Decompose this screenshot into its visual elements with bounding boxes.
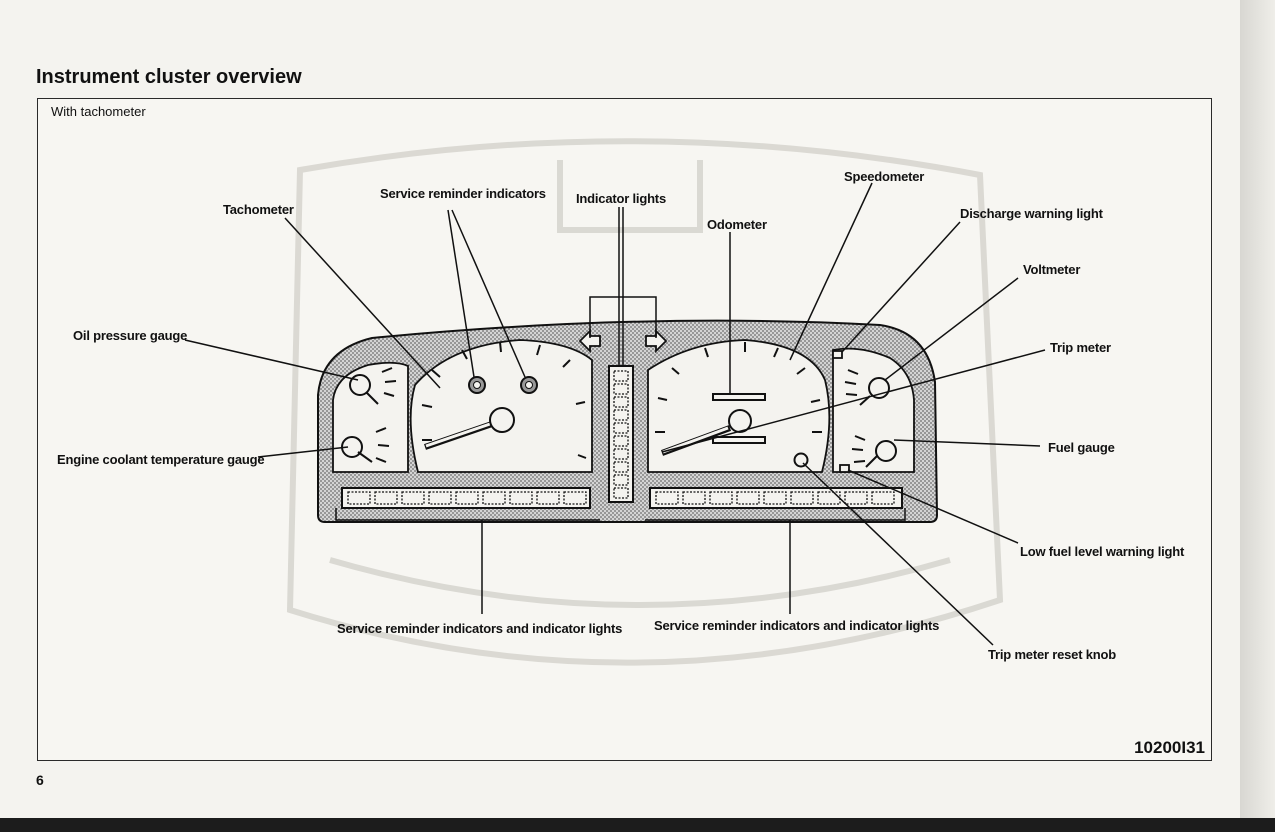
label-voltmeter: Voltmeter (1023, 262, 1081, 277)
leader-discharge (841, 221, 961, 353)
leader-service-right (451, 209, 526, 378)
adjacent-page-edge (1240, 0, 1275, 818)
label-odometer: Odometer (707, 217, 767, 232)
leader-strip-left (335, 508, 600, 521)
fuel-gauge (851, 435, 897, 468)
leader-service-left (447, 209, 475, 378)
leader-speedometer (789, 182, 873, 361)
label-discharge-warning-light: Discharge warning light (960, 206, 1103, 221)
odometer-window (712, 393, 766, 401)
label-service-indicators-right: Service reminder indicators and indicato… (654, 618, 940, 633)
service-reminder-lamps (468, 376, 538, 394)
indicator-light-column (608, 365, 634, 503)
tachometer-hub (489, 407, 515, 433)
left-strip-cells (347, 491, 587, 505)
tachometer-ticks (421, 341, 587, 459)
left-gauge-pod (332, 361, 409, 473)
leader-tachometer (284, 217, 441, 389)
oil-pressure-gauge (349, 367, 397, 405)
page-title: Instrument cluster overview (36, 66, 302, 88)
label-speedometer: Speedometer (844, 169, 925, 184)
leader-oil-pressure (184, 339, 359, 381)
label-oil-pressure-gauge: Oil pressure gauge (73, 328, 188, 343)
engine-coolant-gauge (341, 427, 390, 463)
leader-low-fuel (847, 469, 1019, 544)
variant-caption: With tachometer (51, 104, 146, 119)
indicator-light-cells (613, 370, 629, 499)
speedometer-face (647, 339, 831, 473)
figure-code: 10200I31 (1134, 738, 1205, 757)
label-low-fuel-level-warning-light: Low fuel level warning light (1020, 544, 1185, 559)
label-engine-coolant-temperature-gauge: Engine coolant temperature gauge (57, 452, 265, 467)
leader-voltmeter (884, 277, 1019, 381)
label-indicator-lights: Indicator lights (576, 191, 666, 206)
label-service-reminder-indicators: Service reminder indicators (380, 186, 546, 201)
label-tachometer: Tachometer (223, 202, 294, 217)
scan-bottom-edge (0, 818, 1275, 832)
page-number: 6 (36, 772, 44, 788)
label-fuel-gauge: Fuel gauge (1048, 440, 1115, 455)
discharge-warning-lamp (832, 350, 843, 359)
right-indicator-strip (649, 487, 903, 509)
leader-reset-knob (802, 462, 994, 646)
leader-fuel (893, 439, 1041, 447)
leader-coolant (257, 446, 349, 458)
leader-lines (184, 182, 1046, 646)
label-service-indicators-left: Service reminder indicators and indicato… (337, 621, 623, 636)
label-trip-meter: Trip meter (1050, 340, 1111, 355)
leader-strip-right (645, 508, 906, 521)
left-indicator-strip (341, 487, 591, 509)
label-trip-meter-reset-knob: Trip meter reset knob (988, 647, 1117, 662)
leader-trip-meter (661, 349, 1046, 453)
speedometer-ticks (655, 342, 822, 433)
background-dashboard-outline (286, 138, 1004, 666)
low-fuel-warning-lamp (839, 464, 850, 473)
trip-meter-window (712, 436, 766, 444)
